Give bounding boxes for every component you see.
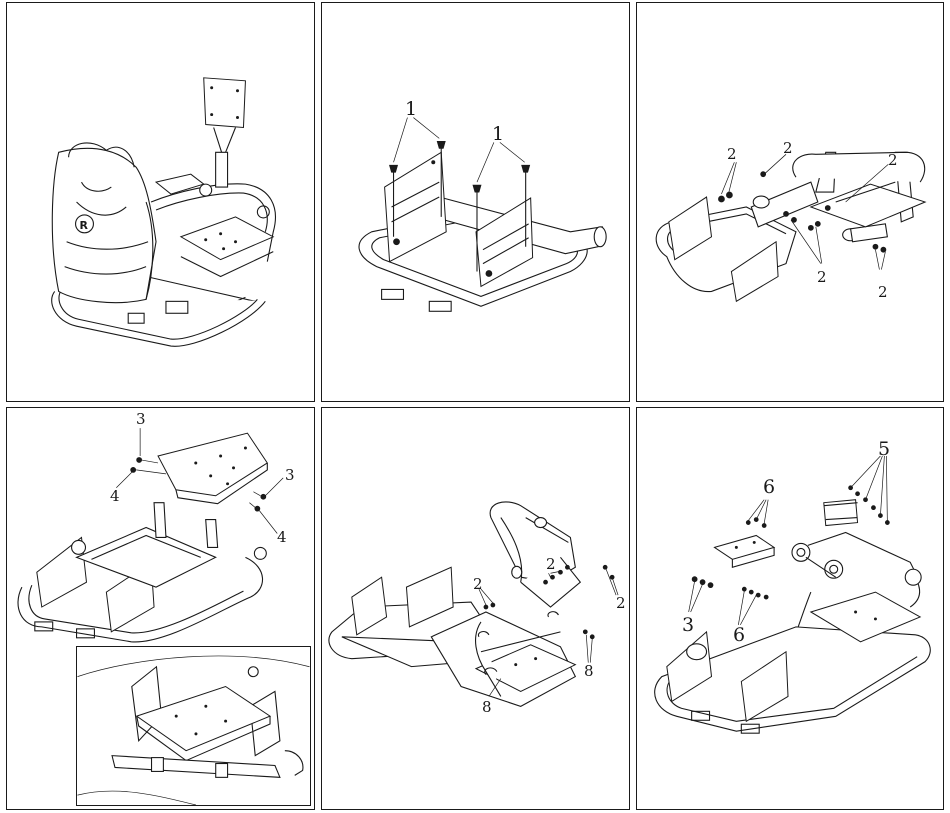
callout-step2-a: 1 bbox=[405, 100, 417, 119]
inset-plate-drawing bbox=[77, 647, 310, 805]
callout-step2-b: 1 bbox=[492, 125, 504, 144]
wheel-mount-plate bbox=[204, 78, 246, 128]
step-5-rear-frame: 2 2 2 8 8 bbox=[321, 407, 630, 810]
step-3-frame-joints: 2 2 2 2 2 bbox=[636, 2, 944, 402]
callout-step3-a: 2 bbox=[727, 147, 737, 162]
callout-step3-b: 2 bbox=[783, 141, 793, 156]
step-4-pedal-plate: 3 3 4 4 bbox=[6, 407, 315, 810]
callout-step5-2c: 2 bbox=[616, 596, 626, 611]
steering-column bbox=[216, 152, 228, 187]
callout-step4-3b: 3 bbox=[285, 468, 295, 483]
inset-detail-view bbox=[76, 646, 311, 806]
callout-step6-6b: 6 bbox=[733, 626, 745, 645]
callout-step5-8b: 8 bbox=[482, 700, 492, 715]
shifter-mount-exploded bbox=[714, 535, 774, 559]
callout-step3-e: 2 bbox=[878, 285, 888, 300]
step-1-assembled-view: R bbox=[6, 2, 315, 402]
screw-1b bbox=[437, 141, 445, 148]
step-6-wheel-and-shifter: 5 6 3 6 bbox=[636, 407, 944, 810]
callout-step4-3a: 3 bbox=[136, 412, 146, 427]
callout-step5-2a: 2 bbox=[473, 577, 483, 592]
callout-step3-c: 2 bbox=[888, 153, 898, 168]
svg-text:R: R bbox=[80, 219, 89, 232]
assembled-cockpit-drawing: R bbox=[7, 3, 314, 401]
callout-step3-d: 2 bbox=[817, 270, 827, 285]
rear-frame-drawing bbox=[322, 408, 629, 809]
callout-step6-3: 3 bbox=[682, 616, 694, 635]
frame-joint-drawing bbox=[637, 3, 943, 401]
callout-step4-4a: 4 bbox=[110, 489, 120, 504]
callout-step5-2b: 2 bbox=[546, 557, 556, 572]
callout-step4-4b: 4 bbox=[277, 530, 287, 545]
screw-1c bbox=[473, 185, 481, 192]
screw-1a bbox=[390, 165, 398, 172]
callout-step5-8a: 8 bbox=[584, 664, 594, 679]
seat-bracket-drawing bbox=[322, 3, 629, 401]
step-2-seat-brackets: 1 1 bbox=[321, 2, 630, 402]
callout-step6-5: 5 bbox=[878, 440, 890, 459]
screw-1d bbox=[522, 165, 530, 172]
callout-step6-6a: 6 bbox=[763, 478, 775, 497]
exploded-pedal-plate bbox=[158, 433, 267, 496]
wheel-shifter-drawing bbox=[637, 408, 943, 809]
